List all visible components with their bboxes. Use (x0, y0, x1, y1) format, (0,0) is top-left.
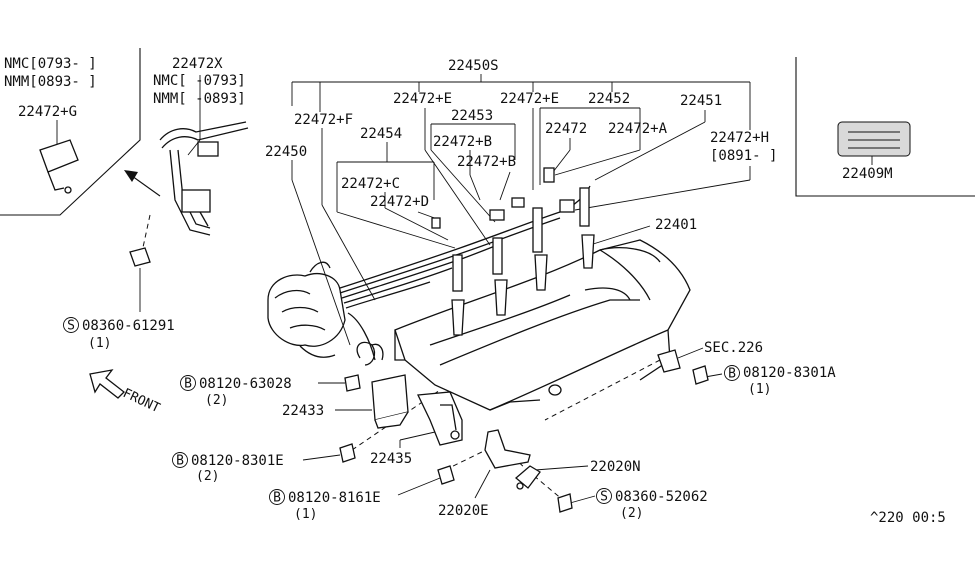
symbol-s-1: S (67, 319, 75, 334)
label-22454: 22454 (360, 126, 402, 142)
label-08120-8161e: 08120-8161E (288, 490, 381, 506)
inset-frame-right (795, 57, 975, 197)
label-08120-63028: 08120-63028 (199, 376, 292, 392)
label-plate-22409m (837, 121, 911, 157)
label-qty-2c: (2) (620, 506, 643, 521)
label-22472a: 22472+A (608, 121, 668, 137)
label-08120-8301a: 08120-8301A (743, 365, 836, 381)
label-nmc-m0793: NMC[ -0793] (153, 73, 246, 89)
label-22435: 22435 (370, 451, 412, 467)
label-22453: 22453 (451, 108, 493, 124)
label-22450: 22450 (265, 144, 307, 160)
symbol-b-1: B (184, 377, 192, 392)
label-22020n: 22020N (590, 459, 641, 475)
label-22472h-note: [0891- ] (710, 148, 777, 164)
label-22472e-left: 22472+E (393, 91, 452, 107)
sensor-22020n (514, 465, 541, 490)
label-qty-1b: (1) (748, 382, 771, 397)
label-sec226: SEC.226 (704, 340, 763, 356)
symbol-b-4: B (273, 491, 281, 506)
circled-symbols: S B B B B S (63, 317, 740, 506)
bracket-22435 (417, 391, 463, 446)
label-nmc-0793: NMC[0793- ] (4, 56, 97, 72)
direction-arrow (124, 170, 161, 197)
label-08120-8301e: 08120-8301E (191, 453, 284, 469)
bracket-22020e (484, 429, 531, 469)
label-22472x: 22472X (172, 56, 223, 72)
bolts (129, 247, 709, 513)
symbol-b-2: B (728, 367, 736, 382)
symbol-s-2: S (600, 490, 608, 505)
label-22472b-upper: 22472+B (433, 134, 492, 150)
label-22472g: 22472+G (18, 104, 77, 120)
ignition-wires (339, 167, 591, 361)
label-22472d: 22472+D (370, 194, 429, 210)
label-qty-2a: (2) (205, 393, 228, 408)
label-qty-1c: (1) (294, 507, 317, 522)
inset-frame-left (0, 48, 141, 216)
label-08360-61291: 08360-61291 (82, 318, 175, 334)
label-22401: 22401 (655, 217, 697, 233)
label-22433: 22433 (282, 403, 324, 419)
label-22450s: 22450S (448, 58, 499, 74)
label-22451: 22451 (680, 93, 722, 109)
label-22452: 22452 (588, 91, 630, 107)
front-arrow (89, 369, 125, 399)
ignition-coil (356, 341, 409, 429)
label-22472: 22472 (545, 121, 587, 137)
engine-block (394, 239, 691, 411)
label-nmm-m0893: NMM[ -0893] (153, 91, 246, 107)
label-08360-52062: 08360-52062 (615, 489, 708, 505)
label-qty-1a: (1) (88, 336, 111, 351)
assembly-dashed-lines (141, 214, 661, 501)
spark-plugs (451, 234, 595, 336)
diagram-reference-code: ^220 00:5 (870, 510, 946, 526)
label-qty-2b: (2) (196, 469, 219, 484)
clip-22472g (39, 139, 79, 194)
label-22472b-lower: 22472+B (457, 154, 516, 170)
symbol-b-3: B (176, 454, 184, 469)
label-22409m: 22409M (842, 166, 893, 182)
label-22472f: 22472+F (294, 112, 353, 128)
distributor (267, 261, 346, 358)
label-22472h: 22472+H (710, 130, 769, 146)
label-22472e-right: 22472+E (500, 91, 559, 107)
label-22472c: 22472+C (341, 176, 400, 192)
part-labels: NMC[0793- ] NMM[0893- ] 22472+G 22472X N… (4, 56, 946, 526)
label-front: FRONT (120, 386, 162, 416)
label-nmm-0893: NMM[0893- ] (4, 74, 97, 90)
wire-bracket-22472x (159, 121, 249, 236)
label-22020e: 22020E (438, 503, 489, 519)
